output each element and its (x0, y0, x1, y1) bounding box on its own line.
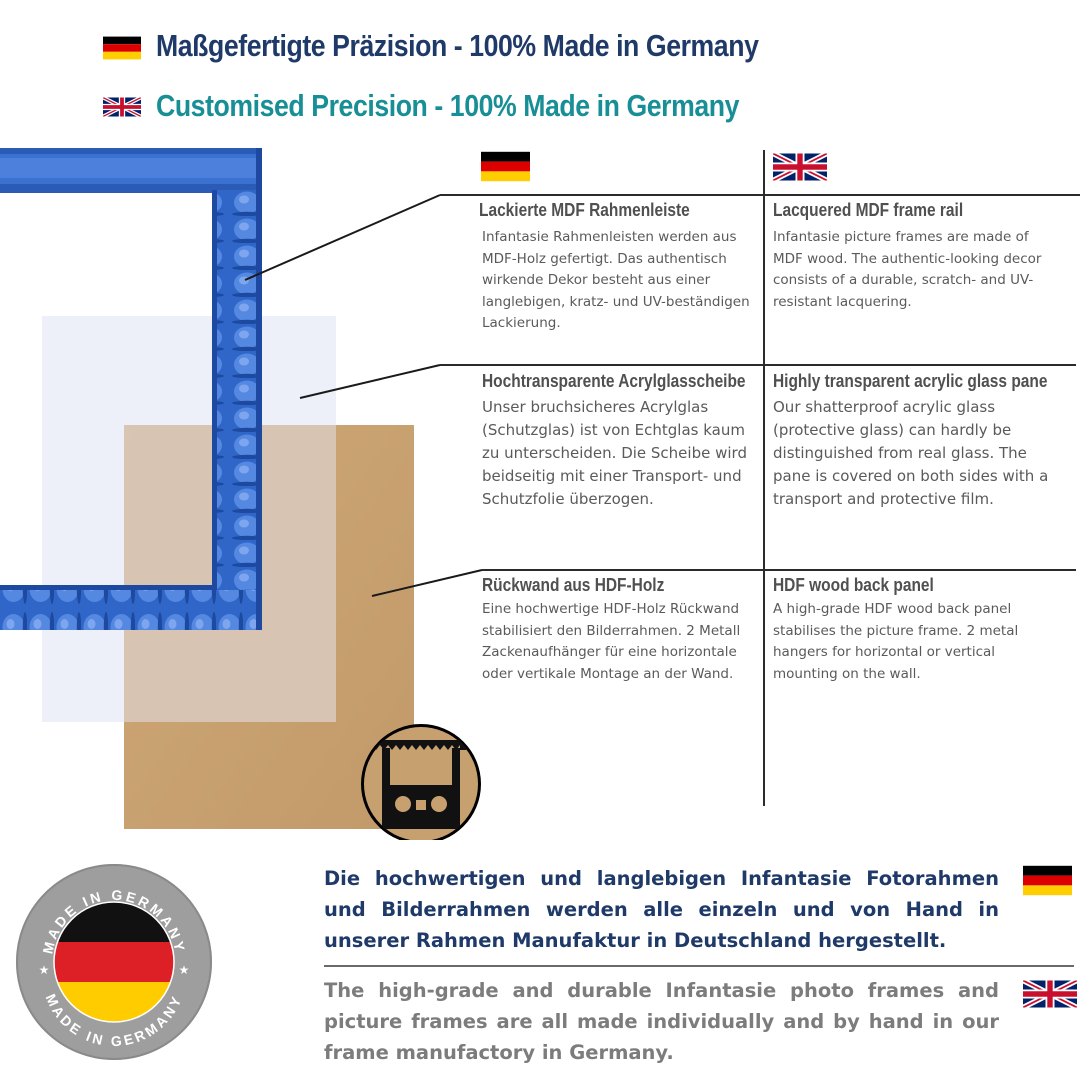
flag-uk-icon (773, 150, 827, 184)
made-in-germany-seal-icon: MADE IN GERMANY MADE IN GERMANY ★ ★ (16, 864, 212, 1060)
section-acrylic-glass-text-en: Our shatterproof acrylic glass (protecti… (773, 398, 1049, 508)
section-back-panel-title-en: HDF wood back panel (773, 575, 934, 595)
section-frame-rail-text-en: Infantasie picture frames are made of MD… (773, 229, 1042, 310)
svg-text:★: ★ (179, 963, 190, 977)
divider-row-1 (440, 194, 1080, 196)
section-frame-rail-title-en: Lacquered MDF frame rail (773, 200, 964, 220)
headline-english: Customised Precision - 100% Made in Germ… (156, 88, 740, 123)
divider-row-2 (440, 364, 1076, 366)
section-acrylic-glass-title-de: Hochtransparente Acrylglasscheibe (482, 371, 746, 391)
flag-germany-icon (1023, 864, 1072, 897)
section-back-panel-title-de: Rückwand aus HDF-Holz (482, 575, 665, 595)
acrylic-glass-pane (42, 316, 336, 722)
section-acrylic-glass-text-de: Unser bruchsicheres Acrylglas (Schutzgla… (482, 398, 747, 508)
sawtooth-hanger-icon (361, 724, 481, 840)
bottom-text-german: Die hochwertigen und langlebigen Infanta… (324, 867, 999, 952)
frame-illustration (0, 148, 481, 840)
frame-rail (0, 148, 262, 630)
section-frame-rail-text-de: Infantasie Rahmenleisten werden aus MDF-… (482, 229, 750, 331)
flag-germany-icon (481, 150, 530, 183)
section-back-panel-text-en: A high-grade HDF wood back panel stabili… (773, 601, 1019, 682)
section-acrylic-glass-title-en: Highly transparent acrylic glass pane (773, 371, 1048, 391)
flag-uk-icon (1023, 976, 1077, 1012)
bottom-divider (324, 965, 1074, 967)
headline-german: Maßgefertigte Präzision - 100% Made in G… (156, 28, 759, 63)
divider-row-3 (482, 569, 1076, 571)
svg-text:★: ★ (39, 963, 50, 977)
bottom-text-english: The high-grade and durable Infantasie ph… (324, 979, 999, 1064)
section-back-panel-text-de: Eine hochwertige HDF-Holz Rückwand stabi… (482, 601, 741, 682)
column-divider (763, 150, 765, 806)
section-frame-rail-title-de: Lackierte MDF Rahmenleiste (479, 200, 690, 220)
